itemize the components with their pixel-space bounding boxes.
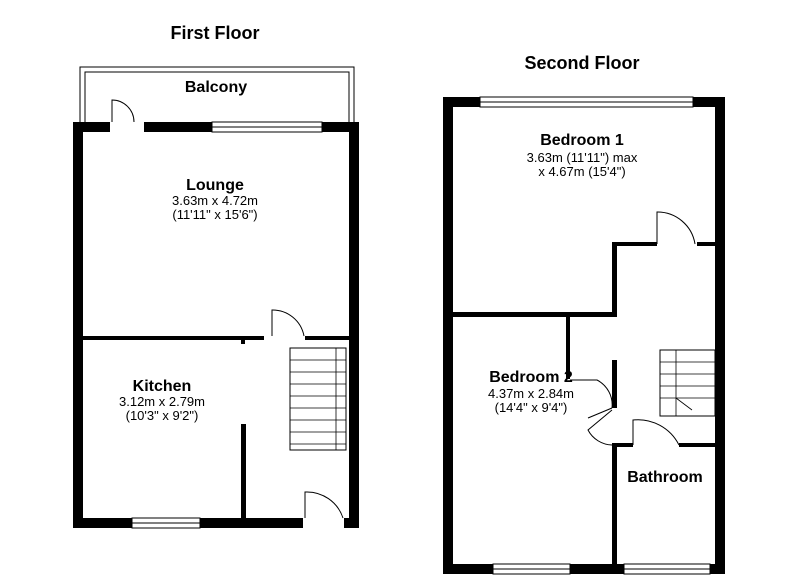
lounge-name: Lounge [186,177,244,194]
lounge-dim-imperial: (11'11" x 15'6") [172,207,257,222]
lounge-dim-metric: 3.63m x 4.72m [172,193,258,208]
second-floor-title: Second Floor [524,53,639,73]
lounge-door [271,309,305,337]
balcony: Balcony [79,66,355,124]
second-floor-plan: Second Floor [443,53,725,575]
first-floor-stairs [289,347,347,451]
kitchen-dim-imperial: (10'3" x 9'2") [126,408,199,423]
first-floor-title: First Floor [171,23,260,43]
balcony-label: Balcony [185,79,247,96]
front-door [304,491,344,519]
bedroom2-dim-metric: 4.37m x 2.84m [488,386,574,401]
bathroom-door [632,419,680,446]
bedroom1-dim-line2: x 4.67m (15'4") [538,164,625,179]
kitchen-name: Kitchen [133,378,192,395]
bedroom2-name: Bedroom 2 [489,369,573,386]
bedroom1-label: Bedroom 1 3.63m (11'11") max x 4.67m (15… [527,132,638,179]
bedroom2-dim-imperial: (14'4" x 9'4") [495,400,568,415]
bedroom1-dim-line1: 3.63m (11'11") max [527,150,638,165]
bedroom2-label: Bedroom 2 4.37m x 2.84m (14'4" x 9'4") [488,369,574,415]
first-floor-plan: First Floor Balcony [73,23,359,529]
bathroom-name: Bathroom [627,469,703,486]
kitchen-dim-metric: 3.12m x 2.79m [119,394,205,409]
kitchen-label: Kitchen 3.12m x 2.79m (10'3" x 9'2") [119,378,205,423]
bedroom2-door [587,409,613,446]
lounge-label: Lounge 3.63m x 4.72m (11'11" x 15'6") [172,177,258,222]
bedroom1-name: Bedroom 1 [540,132,624,149]
bathroom-label: Bathroom [627,469,703,486]
cupboard-door [570,379,613,419]
second-floor-stairs [659,349,716,417]
balcony-door [105,99,148,132]
bedroom1-door [656,211,696,245]
